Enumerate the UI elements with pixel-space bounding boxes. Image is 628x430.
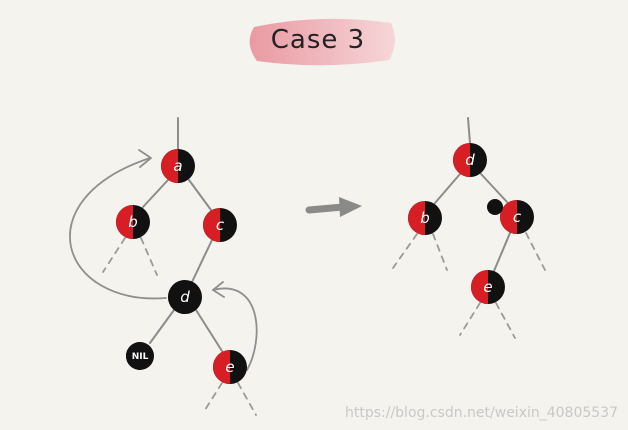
node-a: a (161, 149, 195, 183)
subtree-e-right (495, 302, 516, 339)
edge-a-c (188, 179, 212, 211)
node-c: c (500, 200, 534, 234)
node-d: d (453, 143, 487, 177)
node-e: e (213, 350, 247, 384)
title-group: Case 3 (249, 18, 396, 66)
edge-d-c (480, 173, 508, 203)
subtree-b-left (102, 237, 126, 273)
node-e: e (471, 270, 505, 304)
subtree-c-right (525, 232, 546, 271)
edge-d-b (434, 173, 461, 204)
subtree-e-left (459, 302, 481, 336)
node-e-label: e (483, 278, 492, 296)
curved-arrow-e-to-d (212, 281, 258, 371)
after-tree: d b c e (392, 117, 546, 339)
watermark: https://blog.csdn.net/weixin_40805537 (345, 405, 618, 421)
node-nil-label: NIL (132, 352, 149, 362)
node-c: c (203, 208, 237, 242)
edge-parent-d (467, 117, 471, 144)
extra-black-dot (487, 199, 503, 215)
subtree-e-left (202, 382, 223, 414)
subtree-e-right (237, 382, 257, 416)
subtree-b-right (432, 233, 448, 271)
title-brush-stroke (249, 18, 396, 66)
node-b-label: b (128, 213, 138, 231)
edge-c-d (191, 239, 213, 283)
node-b: b (408, 201, 442, 235)
node-e-label: e (225, 358, 234, 376)
transform-arrow (305, 197, 362, 217)
node-nil: NIL (126, 342, 154, 370)
node-c-label: c (513, 208, 522, 226)
node-d-label: d (180, 288, 190, 306)
node-d-label: d (465, 151, 475, 169)
subtree-b-left (392, 233, 418, 269)
node-b-label: b (420, 209, 430, 227)
edge-c-e (493, 232, 511, 272)
node-a-label: a (173, 157, 182, 175)
node-c-label: c (216, 216, 225, 234)
title: Case 3 (271, 25, 365, 55)
node-d: d (168, 280, 202, 314)
curved-arrow-d-to-a (69, 149, 167, 300)
edge-d-nil (149, 309, 175, 344)
before-tree: a b c d NIL e (69, 117, 258, 416)
subtree-b-right (140, 237, 158, 276)
edge-a-b (142, 179, 169, 208)
edge-d-e (195, 309, 223, 352)
node-b: b (116, 205, 150, 239)
